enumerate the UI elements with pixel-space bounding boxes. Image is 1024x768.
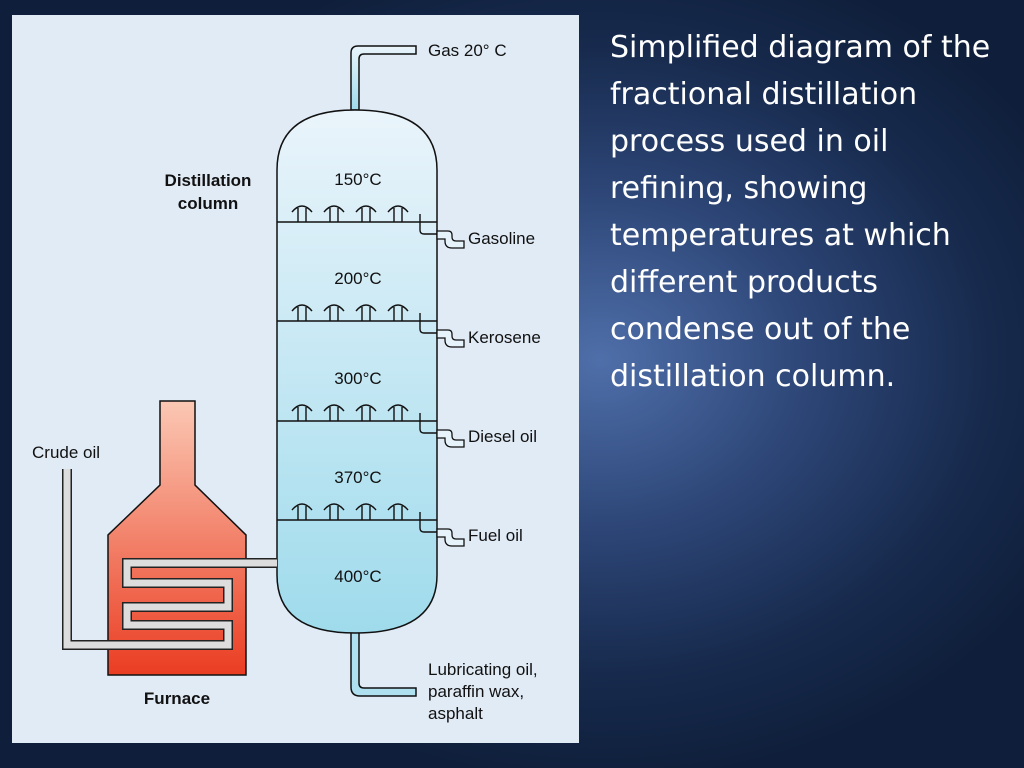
diagram-panel: Gas 20° C Distillation column 150°C 200°… [12,15,579,743]
gas-outlet-pipe [350,45,417,111]
temperature-label: 150°C [334,170,381,189]
bubble-cap [291,503,313,520]
product-outlet-pipe [436,329,465,348]
bubble-cap [323,404,345,421]
product-label: Kerosene [468,328,541,347]
bubble-cap [291,304,313,321]
gas-output-label: Gas 20° C [428,41,507,60]
bottom-output-line3: asphalt [428,704,483,723]
downcomer [419,512,437,533]
diagram-caption: Simplified diagram of the fractional dis… [610,30,991,394]
distillation-column [276,109,438,634]
bubble-cap [387,404,409,421]
crude-oil-feed-pipe [62,469,277,650]
product-label: Gasoline [468,229,535,248]
distillation-diagram: Gas 20° C Distillation column 150°C 200°… [32,41,541,723]
temperature-label: 200°C [334,269,381,288]
crude-oil-label: Crude oil [32,443,100,462]
bottom-output-line1: Lubricating oil, [428,660,538,679]
bubble-cap [355,205,377,222]
furnace-label: Furnace [144,689,210,708]
bubble-cap [387,304,409,321]
bubble-cap [355,503,377,520]
bubble-cap [291,205,313,222]
product-outlet-pipe [436,528,465,547]
bubble-cap [323,205,345,222]
column-label-line1: Distillation [165,171,252,190]
product-label: Fuel oil [468,526,523,545]
bubble-cap [355,404,377,421]
downcomer [419,214,437,235]
bubble-cap [387,205,409,222]
bubble-cap [355,304,377,321]
column-label-line2: column [178,194,238,213]
residue-outlet-pipe [350,629,417,697]
temperature-label: 300°C [334,369,381,388]
downcomer [419,313,437,334]
bubble-cap [323,503,345,520]
temperature-label: 370°C [334,468,381,487]
bubble-cap [291,404,313,421]
downcomer [419,413,437,434]
product-outlet-pipe [436,230,465,249]
column-trays [277,205,465,547]
bubble-cap [387,503,409,520]
bottom-output-line2: paraffin wax, [428,682,524,701]
product-label: Diesel oil [468,427,537,446]
product-outlet-pipe [436,429,465,448]
bubble-cap [323,304,345,321]
heating-coil [63,469,277,649]
bottom-temperature-label: 400°C [334,567,381,586]
